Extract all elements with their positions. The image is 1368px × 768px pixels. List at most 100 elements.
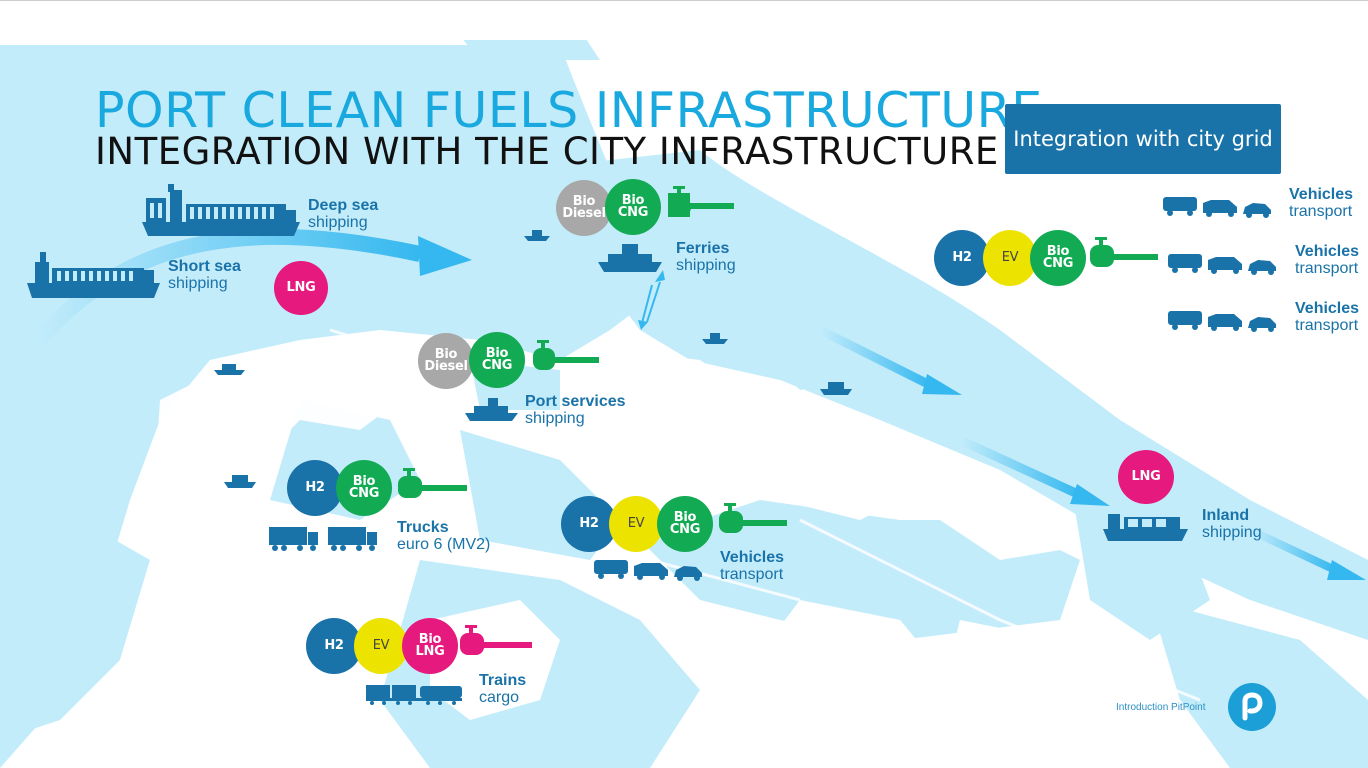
truck-icon: [269, 527, 377, 551]
node-title: Ferries: [676, 240, 730, 257]
fuel-label: LNG: [286, 280, 316, 295]
fuel-label: CNG: [481, 358, 513, 373]
fuel-label: Bio: [418, 632, 442, 647]
trains-label: Trains cargo: [479, 672, 526, 706]
node-subtitle: shipping: [308, 214, 368, 231]
node-title: Vehicles: [1289, 186, 1354, 203]
fuel-label: EV: [372, 638, 390, 653]
pipe-valve: [719, 503, 787, 533]
ev-circle: EV: [609, 496, 663, 552]
logo-glyph-icon: [1242, 692, 1263, 721]
vehicles-r3-label: Vehicles transport: [1295, 300, 1359, 334]
integration-city-grid-button[interactable]: Integration with city grid: [1005, 104, 1281, 174]
fuel-label: H2: [579, 516, 599, 531]
flow-arrows: [28, 228, 1366, 580]
fuel-label: CNG: [617, 205, 649, 220]
ev-circle: EV: [354, 618, 408, 674]
pipe-valve: [1090, 237, 1158, 267]
vehicles-r2-label: Vehicles transport: [1295, 243, 1359, 277]
page-subtitle: INTEGRATION WITH THE CITY INFRASTRUCTURE: [95, 130, 999, 173]
fuel-label: EV: [627, 516, 645, 531]
fuel-label: CNG: [1042, 256, 1074, 271]
fuel-label: Bio: [352, 474, 376, 489]
vehicles-icon: [1163, 197, 1271, 218]
deep-sea-label: Deep sea shipping: [308, 197, 378, 231]
node-title: Port services: [525, 393, 626, 410]
node-title: Inland: [1202, 507, 1250, 524]
pipe-valve: [460, 625, 532, 655]
h2-circle: H2: [287, 460, 343, 516]
fuel-label: CNG: [669, 522, 701, 537]
ferry-icon: [598, 244, 662, 272]
ev-circle: EV: [983, 230, 1037, 286]
node-subtitle: transport: [720, 566, 784, 583]
h2-circle: H2: [306, 618, 362, 674]
fuel-label: LNG: [1131, 469, 1161, 484]
fuel-label: EV: [1001, 250, 1019, 265]
fuel-label: LNG: [415, 644, 445, 659]
inland-label: Inland shipping: [1202, 507, 1262, 541]
trucks-label: Trucks euro 6 (MV2): [397, 519, 490, 553]
train-icon: [366, 685, 462, 705]
pipe-valve: [668, 186, 734, 217]
land-areas: [60, 0, 1368, 768]
node-subtitle: shipping: [676, 257, 736, 274]
pitpoint-logo-icon: [1228, 683, 1276, 731]
fuel-label: Bio: [673, 510, 697, 525]
h2-circle: H2: [561, 496, 617, 552]
pipe-valve: [533, 340, 599, 370]
node-title: Trains: [479, 672, 527, 689]
ferries-label: Ferries shipping: [676, 240, 736, 274]
h2-circle: H2: [934, 230, 990, 286]
fuel-label: Diesel: [562, 206, 606, 221]
node-subtitle: euro 6 (MV2): [397, 536, 491, 553]
node-title: Vehicles: [720, 549, 785, 566]
node-subtitle: shipping: [168, 275, 228, 292]
node-subtitle: transport: [1295, 260, 1359, 277]
node-subtitle: transport: [1289, 203, 1353, 220]
fuel-label: CNG: [348, 486, 380, 501]
node-subtitle: shipping: [525, 410, 585, 427]
pipe-valve: [398, 468, 467, 498]
fuel-label: H2: [952, 250, 972, 265]
node-subtitle: cargo: [479, 689, 520, 706]
lng-circle: LNG: [1118, 450, 1174, 504]
page-title: PORT CLEAN FUELS INFRASTRUCTURE: [95, 82, 1043, 139]
short-sea-ship-icon: [27, 252, 160, 298]
small-boat-icon: [214, 230, 852, 488]
vehicles-icon: [1168, 254, 1276, 275]
fuel-label: Bio: [621, 193, 645, 208]
port-services-label: Port services shipping: [525, 393, 626, 427]
port-services-ship-icon: [465, 398, 518, 421]
node-title: Trucks: [397, 519, 449, 536]
fuel-label: Bio: [485, 346, 509, 361]
fuel-label: Diesel: [424, 359, 468, 374]
deep-sea-ship-icon: [142, 184, 300, 236]
node-title: Deep sea: [308, 197, 379, 214]
fuel-label: Bio: [572, 194, 596, 209]
vehicles-icon: [1168, 311, 1276, 332]
fuel-label: H2: [324, 638, 344, 653]
node-title: Short sea: [168, 258, 241, 275]
footer-text: Introduction PitPoint: [1116, 702, 1206, 713]
node-subtitle: transport: [1295, 317, 1359, 334]
lng-circle: LNG: [274, 261, 328, 315]
inland-ship-icon: [1103, 514, 1188, 541]
vehicles-r1-label: Vehicles transport: [1289, 186, 1353, 220]
fuel-label: H2: [305, 480, 325, 495]
vehicles-center-label: Vehicles transport: [720, 549, 784, 583]
node-title: Vehicles: [1295, 300, 1360, 317]
node-title: Vehicles: [1295, 243, 1360, 260]
fuel-label: Bio: [434, 347, 458, 362]
fuel-label: Bio: [1046, 244, 1070, 259]
